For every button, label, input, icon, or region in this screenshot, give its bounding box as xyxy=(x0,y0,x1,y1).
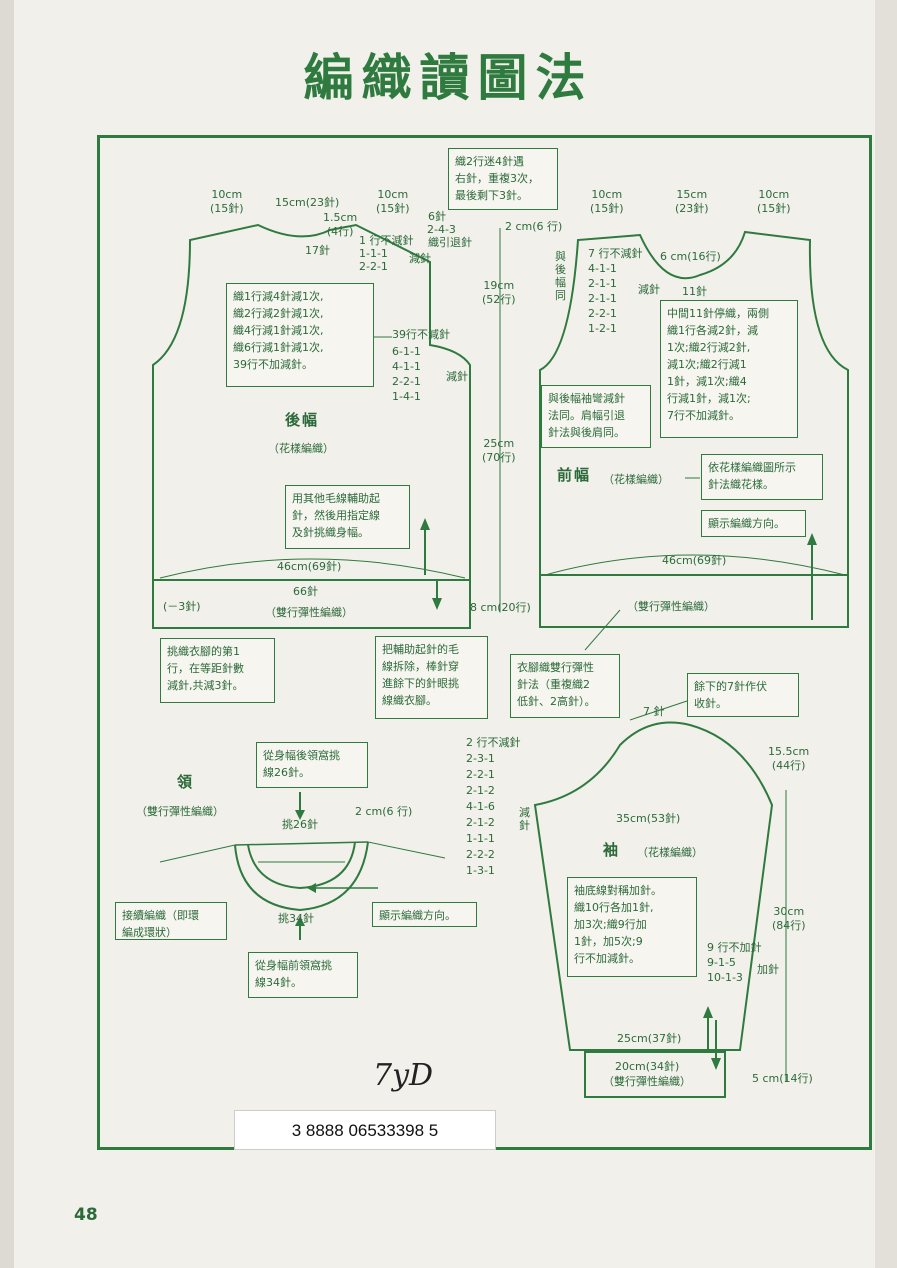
sleeve-length: 30cm(84行) xyxy=(772,905,806,932)
front-neck-depth: 6 cm(16行) xyxy=(660,250,721,263)
page-title: 編織讀圖法 xyxy=(303,48,594,107)
front-width: 46cm(69針) xyxy=(662,554,727,567)
front-side-label: 與後幅同 xyxy=(555,250,566,302)
back-ribbing-label: （雙行彈性編織） xyxy=(265,606,353,619)
back-dim-right: 10cm(15針) xyxy=(376,188,410,215)
collar-pattern: （雙行彈性編織） xyxy=(136,805,224,818)
back-note-box: 用其他毛線輔助起 針，然後用指定線 及針挑織身幅。 xyxy=(285,485,410,549)
center-dim-2: 19cm(52行) xyxy=(482,279,516,306)
front-neck-label: 減針 xyxy=(638,283,660,296)
center-dim-3: 25cm(70行) xyxy=(482,437,516,464)
back-label: 後幅 xyxy=(285,411,320,429)
front-pattern-box: 依花樣編織圖所示 針法織花樣。 xyxy=(701,454,823,500)
collar-join-box: 接續編織（即環 編成環狀） xyxy=(115,902,227,940)
back-shoulder-seq: 2-4-3 xyxy=(427,223,456,236)
collar-back-st: 挑26針 xyxy=(282,818,318,831)
center-dim-4: 8 cm(20行) xyxy=(470,601,531,614)
collar-front-box: 從身幅前領窩挑 線34針。 xyxy=(248,952,358,998)
collar-inner xyxy=(247,841,356,890)
back-shape-box: 織1行減4針減1次, 織2行減2針減1次, 織4行減1針減1次, 織6行減1針減… xyxy=(226,283,374,387)
sleeve-body-box: 袖底線對稱加針。 織10行各加1針, 加3次;織9行加 1針，加5次;9 行不加… xyxy=(567,877,697,977)
back-neck-seq-label: 減針 xyxy=(409,252,431,265)
back-dim-left: 10cm(15針) xyxy=(210,188,244,215)
front-pattern: （花樣編織） xyxy=(603,473,669,486)
front-label: 前幅 xyxy=(557,466,592,484)
sleeve-bottom-width: 25cm(37針) xyxy=(617,1032,682,1045)
collar-direction-box: 顯示編織方向。 xyxy=(372,902,477,927)
sleeve-inc-label: 加針 xyxy=(757,963,779,976)
front-ribbing xyxy=(539,574,849,628)
sleeve-cap-height: 15.5cm(44行) xyxy=(768,745,810,772)
hem-right-box: 衣腳織雙行彈性 針法（重複織2 低針、2高針）。 xyxy=(510,654,620,718)
back-shoulder-note: 織引退針 xyxy=(428,236,472,249)
hem-left-box: 挑織衣腳的第1 行，在等距針數 減針,共減3針。 xyxy=(160,638,275,703)
center-dim-1: 2 cm(6 行) xyxy=(505,220,563,233)
handwritten-mark: 7yD xyxy=(373,1058,434,1093)
back-dim-mid: 15cm(23針) xyxy=(275,196,340,209)
back-outline xyxy=(152,223,471,581)
sleeve-label: 袖 xyxy=(603,841,621,859)
barcode-label: 3 8888 06533398 5 xyxy=(234,1110,496,1150)
page-gutter xyxy=(0,0,14,1268)
back-neck-st: 17針 xyxy=(305,244,330,257)
page-right-edge xyxy=(875,0,897,1268)
front-outline xyxy=(539,230,849,576)
collar-label: 領 xyxy=(177,773,195,791)
back-decrease: (－3針) xyxy=(163,600,201,613)
back-pattern: （花樣編織） xyxy=(268,442,334,455)
sleeve-cap-label: 減針 xyxy=(519,806,530,832)
back-armhole-label: 減針 xyxy=(446,370,468,383)
front-direction-box: 顯示編織方向。 xyxy=(701,510,806,537)
collar-right-line xyxy=(367,841,446,859)
front-shape-box: 中間11針停織，兩側 織1行各減2針，減 1次;織2行減2針, 減1次;織2行減… xyxy=(660,300,798,438)
sleeve-top-box: 餘下的7針作伏 收針。 xyxy=(687,673,799,717)
front-dim-left: 10cm(15針) xyxy=(590,188,624,215)
hem-middle-box: 把輔助起針的毛 線拆除，棒針穿 進餘下的針眼挑 線織衣腳。 xyxy=(375,636,488,719)
sleeve-top-st: 7 針 xyxy=(643,705,665,718)
collar-rim xyxy=(234,841,369,846)
sleeve-cuff-width: 20cm(34針) xyxy=(615,1060,680,1073)
sleeve-cuff xyxy=(584,1051,726,1098)
collar-depth: 2 cm(6 行) xyxy=(355,805,413,818)
front-armhole-box: 與後幅袖彎減針 法同。肩幅引退 針法與後肩同。 xyxy=(541,385,651,448)
front-dim-right: 10cm(15針) xyxy=(757,188,791,215)
top-note-box: 織2行迷4針遇 右針，重複3次， 最後剩下3針。 xyxy=(448,148,558,210)
sleeve-outline xyxy=(533,721,774,1051)
page-number: 48 xyxy=(74,1205,98,1225)
sleeve-width: 35cm(53針) xyxy=(616,812,681,825)
back-shoulder-st: 6針 xyxy=(428,210,446,223)
collar-front-st: 挑34針 xyxy=(278,912,314,925)
sleeve-cuff-height: 5 cm(14行) xyxy=(752,1072,813,1085)
back-neck-depth: 1.5cm(4行) xyxy=(323,211,358,238)
front-arc xyxy=(544,554,846,576)
collar-left-line xyxy=(159,844,236,863)
front-ribbing-label: （雙行彈性編織） xyxy=(627,600,715,613)
front-dim-mid: 15cm(23針) xyxy=(675,188,709,215)
sleeve-pattern: （花樣編織） xyxy=(637,846,703,859)
front-neck-st: 11針 xyxy=(682,285,707,298)
back-ribbing xyxy=(152,579,471,629)
sleeve-cuff-label: （雙行彈性編織） xyxy=(603,1075,691,1088)
back-width: 46cm(69針) xyxy=(277,560,342,573)
back-ribbing-st: 66針 xyxy=(293,585,318,598)
collar-back-box: 從身幅後領窩挑 線26針。 xyxy=(256,742,368,788)
back-armhole-start: 39行不減針 xyxy=(392,328,450,341)
collar-outer xyxy=(234,841,369,912)
